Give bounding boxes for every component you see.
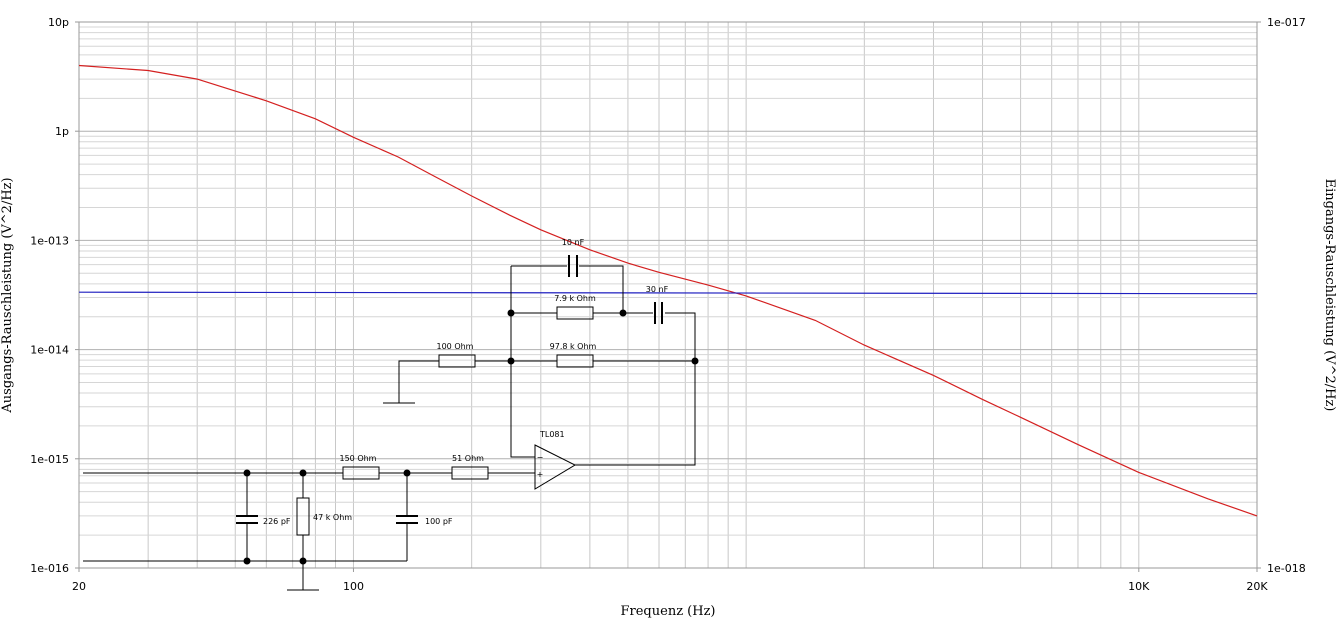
label-r51: 51 Ohm bbox=[452, 454, 484, 463]
circuit-schematic bbox=[83, 255, 699, 591]
y-left-tick-label: 1e-016 bbox=[30, 562, 69, 575]
label-c100: 100 pF bbox=[425, 517, 453, 526]
label-r100: 100 Ohm bbox=[437, 342, 474, 351]
y-left-tick-label: 1p bbox=[55, 125, 69, 138]
c226-capacitor bbox=[236, 515, 258, 524]
r47k-resistor bbox=[296, 497, 310, 536]
y-right-axis-title: Eingangs-Rauschleistung (V^2/Hz) bbox=[1322, 179, 1337, 412]
inv-input-wire bbox=[510, 361, 535, 458]
y-left-tick-label: 1e-013 bbox=[30, 234, 69, 247]
label-r47k: 47 k Ohm bbox=[313, 513, 352, 522]
label-c226: 226 pF bbox=[263, 517, 291, 526]
r47k-wire bbox=[287, 473, 319, 591]
y-right-tick-label: 1e-017 bbox=[1267, 16, 1306, 29]
y-left-tick-labels: 10p 1p 1e-013 1e-014 1e-015 1e-016 bbox=[30, 16, 79, 575]
plot-frame bbox=[78, 21, 1258, 569]
c100-capacitor bbox=[396, 515, 418, 524]
c30nf-capacitor bbox=[654, 302, 663, 324]
y-left-tick-label: 10p bbox=[48, 16, 69, 29]
y-right-tick-labels: 1e-017 1e-018 bbox=[1257, 16, 1306, 575]
y-left-tick-label: 1e-014 bbox=[30, 344, 69, 357]
label-r150: 150 Ohm bbox=[340, 454, 377, 463]
feedback-wire bbox=[383, 360, 695, 404]
schematic-labels: 10 nF 7.9 k Ohm 30 nF 100 Ohm 97.8 k Ohm… bbox=[263, 238, 669, 526]
c10nf-capacitor bbox=[568, 255, 578, 277]
y-left-tick-label: 1e-015 bbox=[30, 453, 69, 466]
r150-resistor bbox=[342, 466, 380, 480]
label-c10nf: 10 nF bbox=[562, 238, 585, 247]
y-left-axis-title: Ausgangs-Rauschleistung (V^2/Hz) bbox=[0, 177, 15, 413]
x-tick-labels: 20 100 10K 20K bbox=[72, 568, 1268, 593]
x-tick-label: 100 bbox=[343, 580, 364, 593]
label-r97k8: 97.8 k Ohm bbox=[550, 342, 597, 351]
opamp-symbol bbox=[534, 444, 577, 490]
r100-resistor bbox=[438, 354, 476, 368]
x-tick-label: 10K bbox=[1128, 580, 1150, 593]
label-opamp: TL081 bbox=[539, 430, 565, 439]
junction-dots bbox=[243, 309, 699, 565]
opamp-plus-sign: + bbox=[537, 470, 544, 479]
r97k8-resistor bbox=[556, 354, 594, 368]
series-line-input-noise bbox=[78, 291, 1258, 295]
series-lines bbox=[78, 64, 1258, 517]
x-axis-title: Frequenz (Hz) bbox=[621, 604, 716, 619]
series-line-output-noise bbox=[78, 64, 1258, 517]
r51-resistor bbox=[451, 466, 489, 480]
x-tick-label: 20K bbox=[1246, 580, 1268, 593]
opamp-minus-sign: − bbox=[537, 453, 544, 462]
label-c30nf: 30 nF bbox=[646, 285, 669, 294]
grid bbox=[79, 22, 1257, 569]
r79-resistor bbox=[556, 306, 594, 320]
x-tick-label: 20 bbox=[72, 580, 86, 593]
y-right-tick-label: 1e-018 bbox=[1267, 562, 1306, 575]
label-r79: 7.9 k Ohm bbox=[554, 294, 596, 303]
r79-wire bbox=[511, 312, 696, 466]
